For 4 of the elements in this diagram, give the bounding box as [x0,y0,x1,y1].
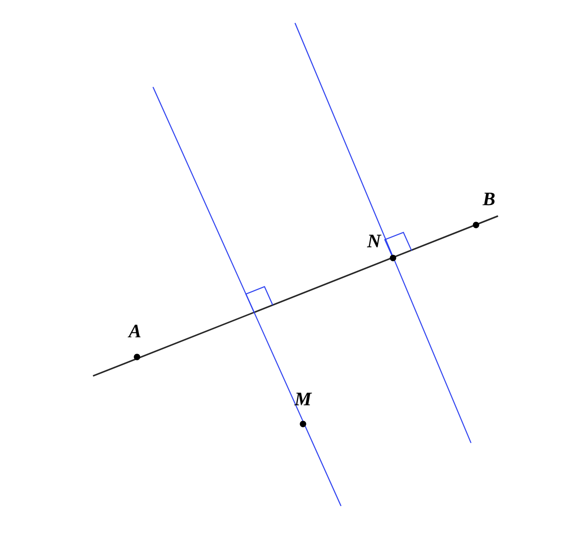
point-label: M [294,392,312,406]
point-label: N [367,234,382,248]
point-label: A [128,324,141,338]
point-label: B [482,192,495,206]
